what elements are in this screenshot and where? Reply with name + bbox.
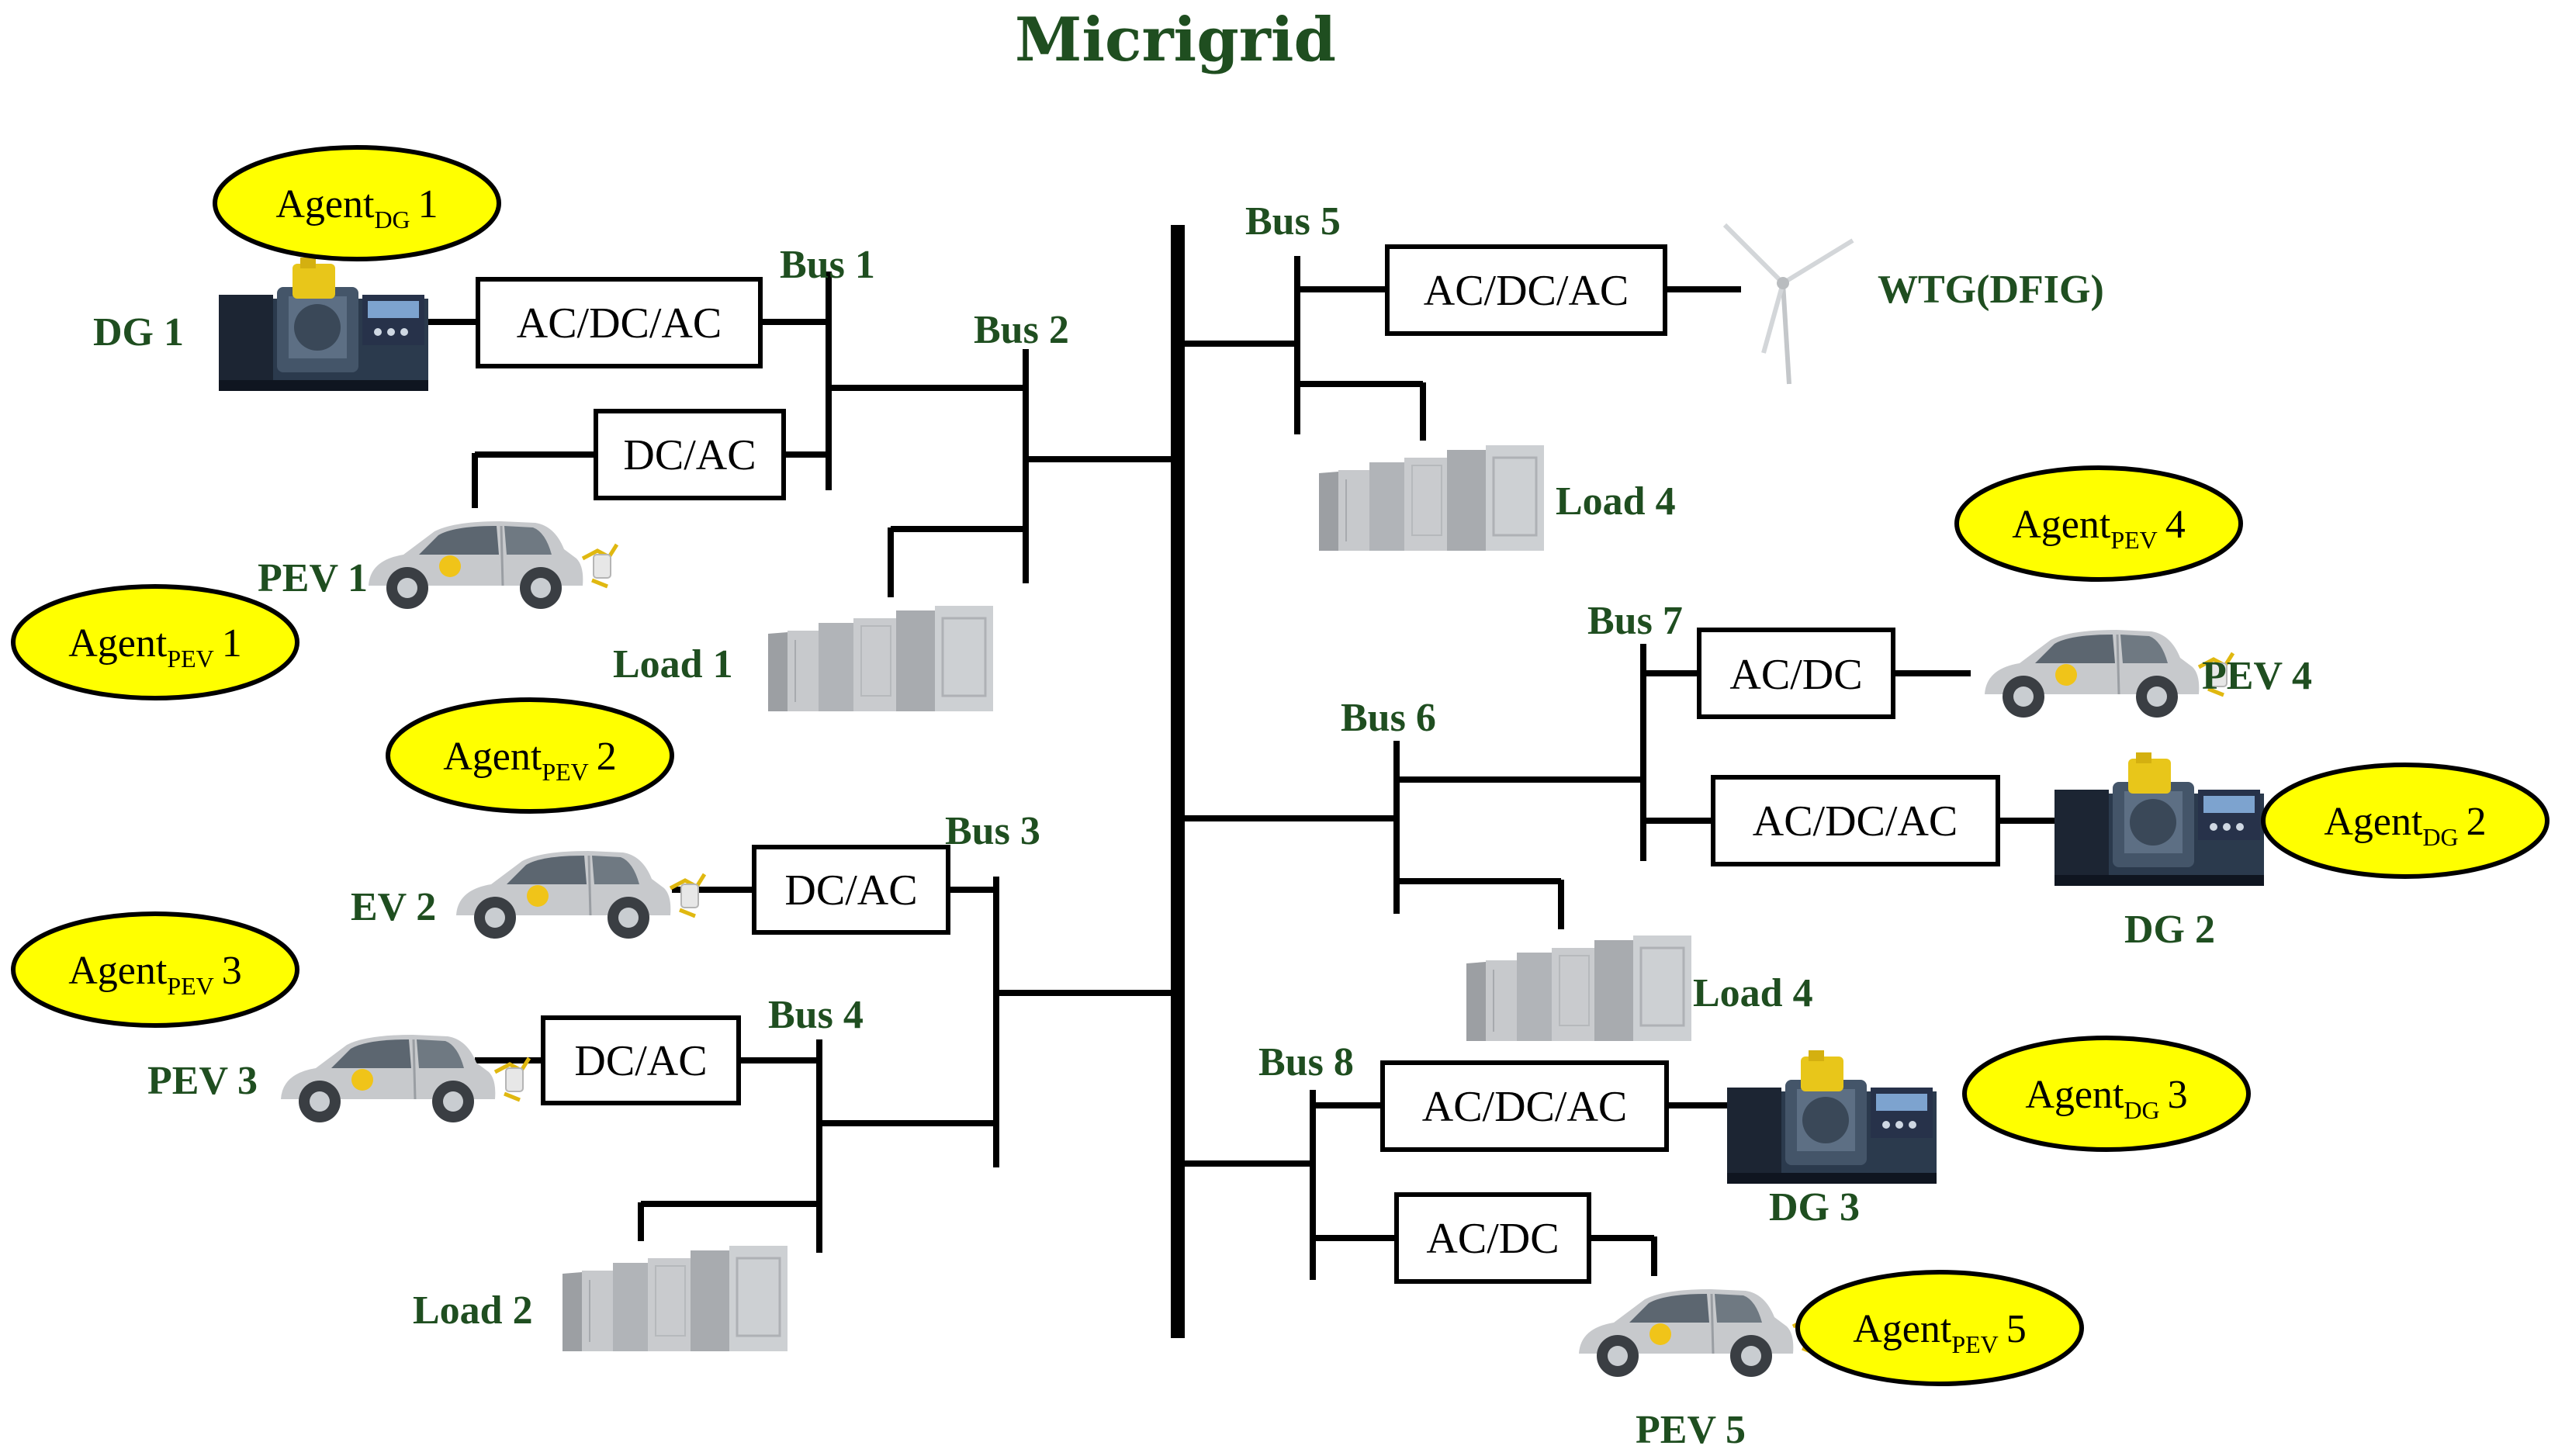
load-cabinet-icon <box>561 1244 789 1353</box>
svg-text:AC/DC: AC/DC <box>1729 651 1862 699</box>
diesel-generator-icon <box>219 258 428 391</box>
svg-text:AC/DC/AC: AC/DC/AC <box>1753 797 1958 846</box>
device-label: PEV 3 <box>147 1059 258 1103</box>
device-label: Load 4 <box>1556 479 1676 524</box>
diesel-generator-icon <box>1727 1050 1937 1184</box>
bus-label: Bus 1 <box>780 243 875 287</box>
bus-labels: Bus 1 Bus 2 Bus 3 Bus 4 Bus 5 Bus 6 Bus … <box>768 199 1683 1084</box>
converter-box: DC/AC <box>594 409 786 500</box>
electric-car-icon <box>369 521 617 609</box>
device-label: DG 1 <box>93 310 184 354</box>
wiring <box>425 225 2054 1338</box>
svg-text:AC/DC: AC/DC <box>1426 1215 1559 1263</box>
load-cabinet-icon <box>1465 934 1693 1043</box>
diagram-title: Micrigrid <box>1015 5 1336 75</box>
svg-text:DC/AC: DC/AC <box>623 431 756 479</box>
converter-box: AC/DC/AC <box>476 277 763 368</box>
device-labels: DG 1 PEV 1 Load 1 EV 2 PEV 3 Load 2 WTG(… <box>93 268 2312 1452</box>
converter-box: AC/DC <box>1697 628 1895 719</box>
converter-box: DC/AC <box>541 1015 741 1105</box>
diesel-generator-icon <box>2054 752 2264 886</box>
device-label: PEV 5 <box>1636 1408 1746 1452</box>
svg-text:DC/AC: DC/AC <box>574 1037 707 1085</box>
converter-box: AC/DC <box>1394 1192 1591 1284</box>
bus-label: Bus 8 <box>1258 1040 1354 1084</box>
electric-car-icon <box>456 851 704 939</box>
svg-text:DC/AC: DC/AC <box>784 866 917 915</box>
electric-car-icon <box>281 1035 529 1122</box>
device-label: Load 2 <box>413 1288 533 1333</box>
converters: AC/DC/AC DC/AC DC/AC DC/AC AC/DC/AC AC/D… <box>476 244 2000 1284</box>
device-label: PEV 1 <box>258 556 368 600</box>
bus-label: Bus 5 <box>1245 199 1341 244</box>
svg-text:AC/DC/AC: AC/DC/AC <box>517 299 722 348</box>
device-label: WTG(DFIG) <box>1878 268 2104 312</box>
wind-turbine-icon <box>1725 225 1853 384</box>
converter-box: DC/AC <box>752 845 950 935</box>
converter-box: AC/DC/AC <box>1380 1060 1669 1152</box>
device-label: DG 3 <box>1769 1185 1860 1229</box>
bus-label: Bus 6 <box>1341 696 1436 740</box>
electric-car-icon <box>1579 1289 1827 1377</box>
device-label: Load 1 <box>613 642 733 686</box>
load-cabinet-icon <box>767 604 995 713</box>
device-label: PEV 4 <box>2202 654 2312 698</box>
device-label: Load 4 <box>1693 971 1813 1015</box>
bus-label: Bus 4 <box>768 993 864 1037</box>
svg-text:AC/DC/AC: AC/DC/AC <box>1424 267 1629 315</box>
electric-car-icon <box>1985 630 2233 718</box>
converter-box: AC/DC/AC <box>1385 244 1667 336</box>
load-cabinet-icon <box>1317 444 1546 552</box>
bus-label: Bus 3 <box>945 809 1040 853</box>
converter-box: AC/DC/AC <box>1711 775 2000 866</box>
bus-label: Bus 7 <box>1587 599 1683 643</box>
device-label: EV 2 <box>351 885 436 929</box>
bus-label: Bus 2 <box>974 308 1069 352</box>
svg-text:AC/DC/AC: AC/DC/AC <box>1422 1083 1628 1131</box>
device-label: DG 2 <box>2124 908 2215 952</box>
